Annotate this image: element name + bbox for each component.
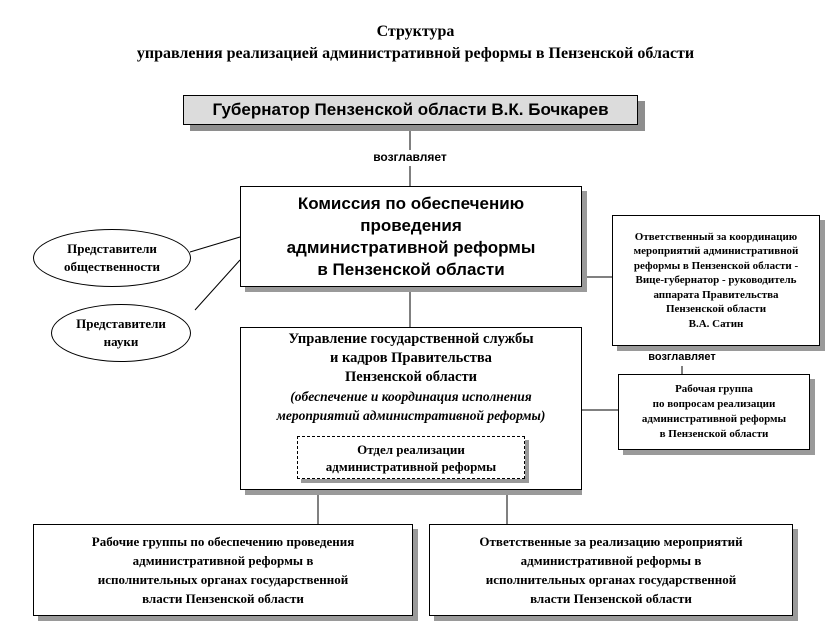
department-line-1: Управление государственной службы — [288, 331, 534, 347]
bottom-right-line-1: Ответственные за реализацию мероприятий — [479, 534, 743, 549]
bottom-right-box: Ответственные за реализацию мероприятий … — [429, 524, 793, 616]
heads-label-coordinator: возглавляет — [634, 351, 730, 366]
working-group-line-1: Рабочая группа — [675, 383, 753, 395]
coordinator-line-1: Ответственный за координацию — [634, 230, 798, 243]
coordinator-box: Ответственный за координацию мероприятий… — [612, 215, 820, 346]
science-commission-line — [194, 259, 241, 311]
governor-label: Губернатор Пензенской области В.К. Бочка… — [212, 100, 609, 119]
bottom-left-line-4: власти Пензенской области — [142, 591, 304, 606]
sub-department-box: Отдел реализации административной реформ… — [297, 436, 525, 479]
coordinator-line-6: Пензенской области — [665, 303, 767, 316]
bottom-right-line-4: власти Пензенской области — [530, 591, 692, 606]
science-representatives-ellipse: Представители науки — [51, 304, 191, 362]
bottom-left-line-1: Рабочие группы по обеспечению проведения — [91, 534, 355, 549]
department-line-2: и кадров Правительства — [330, 350, 492, 366]
working-group-line-4: в Пензенской области — [659, 428, 769, 440]
commission-line-2: проведения — [360, 215, 462, 235]
science-reps-line-1: Представители — [76, 316, 166, 331]
coordinator-line-2: мероприятий административной — [633, 245, 799, 258]
public-reps-line-1: Представители — [67, 241, 157, 256]
sub-department-line-2: административной реформы — [325, 458, 497, 474]
department-italic-line-2: мероприятий административной реформы) — [276, 408, 546, 423]
coordinator-line-5: аппарата Правительства — [653, 288, 779, 301]
working-group-box: Рабочая группа по вопросам реализации ад… — [618, 374, 810, 450]
department-italic-line-1: (обеспечение и координация исполнения — [290, 389, 532, 404]
coordinator-line-7: В.А. Сатин — [688, 317, 744, 330]
commission-line-3: административной реформы — [286, 237, 536, 257]
bottom-left-line-3: исполнительных органах государственной — [97, 572, 349, 587]
coordinator-line-4: Вице-губернатор - руководитель — [635, 274, 797, 287]
department-line-3: Пензенской области — [345, 369, 477, 385]
bottom-left-box: Рабочие группы по обеспечению проведения… — [33, 524, 413, 616]
bottom-right-line-3: исполнительных органах государственной — [485, 572, 737, 587]
working-group-line-3: административной реформы — [641, 413, 787, 425]
commission-line-1: Комиссия по обеспечению — [297, 193, 525, 213]
public-reps-line-2: общественности — [64, 259, 160, 274]
diagram-title-line-1: Структура — [376, 23, 455, 40]
sub-department-line-1: Отдел реализации — [357, 441, 465, 457]
commission-line-4: в Пензенской области — [317, 259, 505, 279]
diagram-title-line-2: управления реализацией административной … — [136, 45, 695, 62]
governor-box: Губернатор Пензенской области В.К. Бочка… — [183, 95, 638, 125]
commission-box: Комиссия по обеспечению проведения админ… — [240, 186, 582, 287]
public-representatives-ellipse: Представители общественности — [33, 229, 191, 287]
bottom-left-line-2: административной реформы в — [132, 553, 314, 568]
public-commission-line — [189, 236, 241, 253]
heads-label-governor: возглавляет — [360, 150, 460, 166]
coordinator-line-3: реформы в Пензенской области - — [633, 259, 799, 272]
bottom-right-line-2: административной реформы в — [520, 553, 702, 568]
working-group-line-2: по вопросам реализации — [652, 398, 776, 410]
science-reps-line-2: науки — [103, 334, 139, 349]
